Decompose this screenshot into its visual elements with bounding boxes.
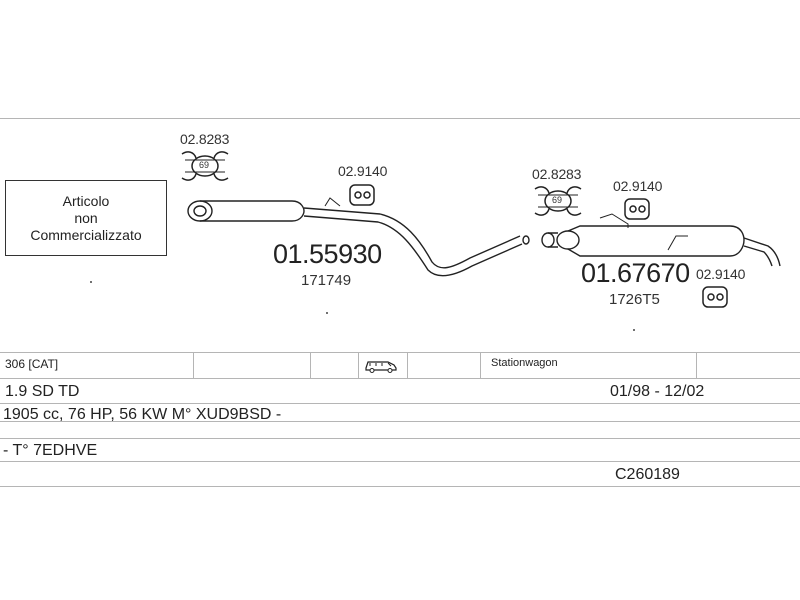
station-wagon-icon <box>365 361 397 373</box>
period-cell: 01/98 - 12/02 <box>610 383 705 400</box>
part-code-rear-muffler[interactable]: 01.67670 <box>581 258 690 288</box>
table-border <box>0 461 800 462</box>
table-border <box>0 421 800 422</box>
part-ref-rear-muffler: 1726T5 <box>609 291 660 308</box>
chassis-cell: - T° 7EDHVE <box>3 442 98 459</box>
column-divider <box>358 352 359 378</box>
notice-line: Commercializzato <box>30 226 142 243</box>
part-ref-front-muffler: 171749 <box>301 272 352 289</box>
notice-line: non <box>74 209 98 226</box>
not-available-notice: Articolo non Commercializzato <box>5 180 167 256</box>
part-code-hanger-front[interactable]: 02.9140 <box>338 163 388 179</box>
part-code-hanger-rear-bottom[interactable]: 02.9140 <box>696 266 746 282</box>
clamp-badge: 69 <box>552 195 563 205</box>
clamp-badge: 69 <box>199 160 210 170</box>
hanger-icon <box>624 198 650 220</box>
specs-cell: 1905 cc, 76 HP, 56 KW M° XUD9BSD - <box>3 406 282 423</box>
rear-muffler-shape <box>541 213 781 267</box>
catalog-code-cell: C260189 <box>615 466 680 483</box>
front-muffler-shape <box>187 197 530 277</box>
model-cell: 306 [CAT] <box>5 357 59 371</box>
table-border <box>0 352 800 353</box>
table-border <box>0 403 800 404</box>
part-code-front-muffler[interactable]: 01.55930 <box>273 239 382 269</box>
table-border <box>0 378 800 379</box>
column-divider <box>480 352 481 378</box>
column-divider <box>407 352 408 378</box>
column-divider <box>193 352 194 378</box>
top-separator <box>0 118 800 119</box>
engine-cell: 1.9 SD TD <box>5 383 80 400</box>
clamp-icon <box>534 186 582 216</box>
table-border <box>0 438 800 439</box>
body-type-cell: Stationwagon <box>491 357 558 369</box>
part-code-clamp-rear[interactable]: 02.8283 <box>532 166 582 182</box>
column-divider <box>310 352 311 378</box>
table-border <box>0 486 800 487</box>
hanger-icon <box>702 286 728 308</box>
notice-line: Articolo <box>62 192 110 209</box>
clamp-icon <box>181 151 229 181</box>
hanger-icon <box>349 184 375 206</box>
column-divider <box>696 352 697 378</box>
part-code-hanger-rear-top[interactable]: 02.9140 <box>613 178 663 194</box>
part-code-clamp-front[interactable]: 02.8283 <box>180 131 230 147</box>
